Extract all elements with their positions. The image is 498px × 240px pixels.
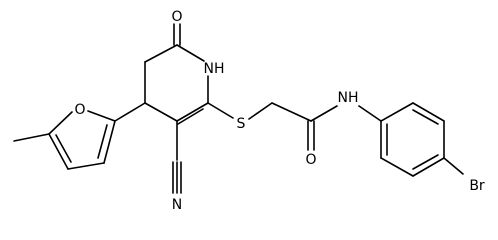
atom-label-furan-o: O [74,102,85,118]
methylfuran-group [13,102,146,170]
bond-furan-c5-c4-double [55,134,72,163]
bond-co-nh [310,105,338,122]
dihydropyridinone-ring [144,23,209,125]
bond-c5-c6 [144,44,178,63]
atom-labels: O NH S O NH O N Br [74,9,484,213]
bond-ar5-ar6 [380,157,414,177]
bond-furan-o-c5 [48,111,73,135]
bond-c2-c3 [176,102,209,122]
bond-furan-c2-o [87,110,116,122]
bond-ar4-br [443,157,464,175]
molecule-canvas: O NH S O NH O N Br [13,9,485,213]
bond-furan-c3-c2-double [97,124,108,159]
bond-c3-c4 [144,102,178,122]
bond-ar4-ar5-double [412,154,439,170]
bond-c6-nh [176,44,205,62]
bond-ar1-ar2 [380,102,414,122]
molecule-structure: O NH S O NH O N Br [13,9,485,213]
bond-s-ch2 [248,102,273,120]
bond-c2-s [207,102,234,119]
bond-ch2-co [271,102,312,122]
bond-c2-c3-double [177,108,204,125]
atom-label-ring-carbonyl-o: O [171,9,182,25]
atom-label-thioether-s: S [237,116,246,132]
bond-ar2-ar3 [412,102,445,122]
bromophenyl-ring [380,102,464,177]
bond-nh-aryl [358,105,382,122]
bond-furan-c5-c4 [48,133,69,170]
bond-furan-c4-c3 [67,162,105,170]
atom-label-amide-o: O [305,152,316,168]
atom-label-amide-nh: NH [338,90,359,106]
atom-label-nitrile-n: N [172,197,182,213]
bond-c4-furan [114,102,146,122]
thioacetamide-linker [207,102,382,151]
bond-ar4-ar5 [412,157,445,177]
bond-furan-c3-c2 [103,120,116,164]
nitrile-group [172,120,182,194]
atom-label-bromine: Br [469,178,485,194]
bond-furan-methyl [13,133,50,142]
bond-ar2-ar3-double [412,109,439,125]
atom-label-ring-nh: NH [204,61,225,77]
